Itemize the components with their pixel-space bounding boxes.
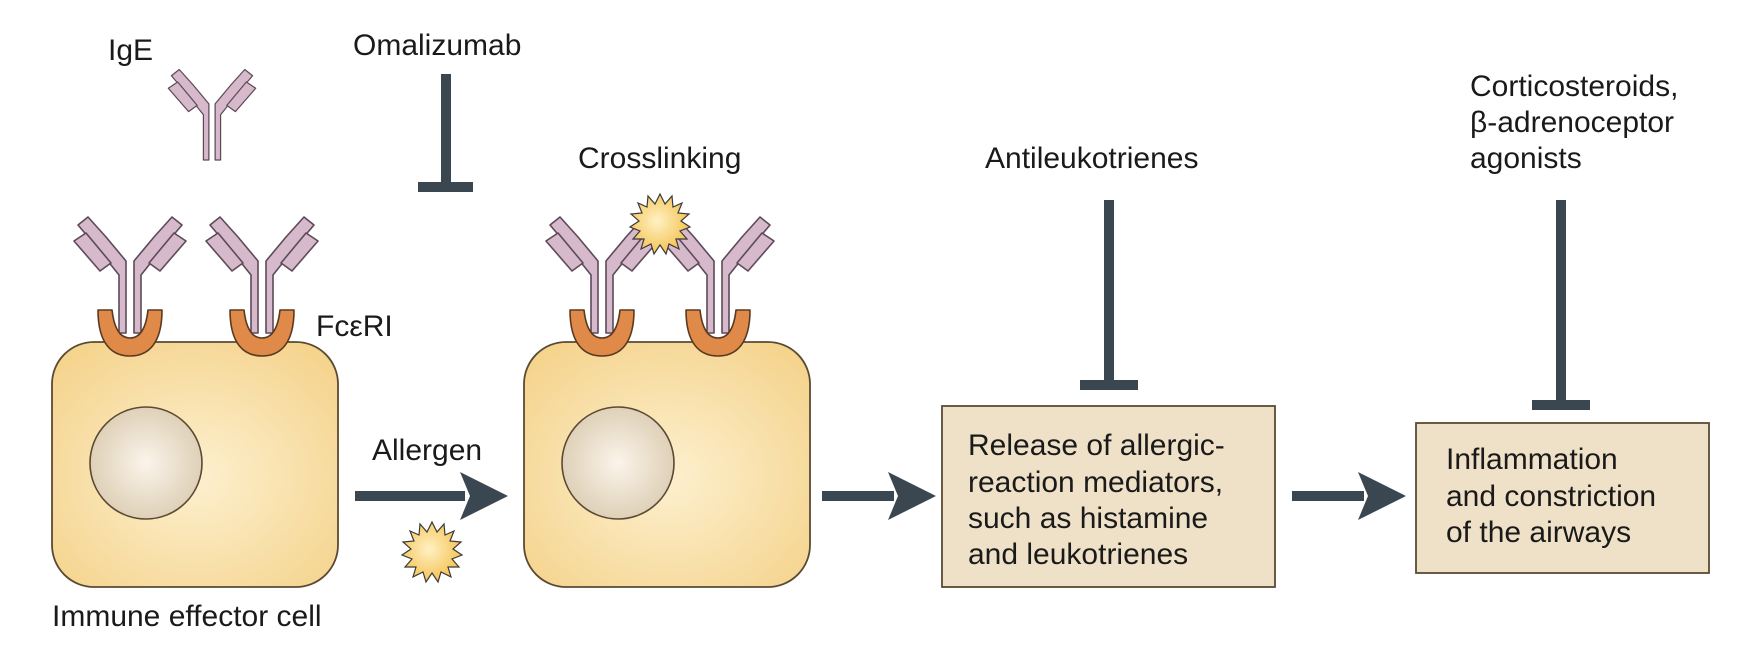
release-line-3: such as histamine bbox=[968, 502, 1208, 535]
svg-text:Inflammation and constri: Inflammation and constriction of the air… bbox=[1446, 443, 1664, 549]
inflammation-line-2: and constriction bbox=[1446, 480, 1656, 513]
immune-effector-cell-2 bbox=[523, 341, 811, 588]
crosslinking-label: Crosslinking bbox=[578, 142, 741, 175]
inflammation-line-3: of the airways bbox=[1446, 516, 1631, 549]
allergen-label: Allergen bbox=[372, 434, 482, 467]
omalizumab-inhibitor bbox=[418, 74, 473, 192]
arrow-to-release bbox=[822, 472, 936, 520]
corticosteroids-line-1: Corticosteroids, bbox=[1470, 70, 1678, 103]
release-line-2: reaction mediators, bbox=[968, 466, 1223, 499]
antileukotrienes-label: Antileukotrienes bbox=[985, 142, 1198, 175]
inflammation-line-1: Inflammation bbox=[1446, 443, 1618, 476]
nucleus-1 bbox=[89, 406, 203, 520]
immune-cell-label: Immune effector cell bbox=[52, 600, 322, 633]
free-ige-antibody bbox=[167, 68, 257, 161]
svg-text:Release of allergic- rea: Release of allergic- reaction mediators,… bbox=[968, 429, 1233, 571]
omalizumab-label: Omalizumab bbox=[353, 29, 521, 62]
inflammation-box: Inflammation and constriction of the air… bbox=[1415, 422, 1710, 574]
release-line-4: and leukotrienes bbox=[968, 538, 1188, 571]
arrow-to-inflammation bbox=[1292, 472, 1406, 520]
immune-effector-cell-1 bbox=[51, 341, 339, 588]
corticosteroids-inhibitor bbox=[1532, 200, 1590, 410]
corticosteroids-label: Corticosteroids, β-adrenoceptor agonists bbox=[1470, 70, 1687, 175]
ige-label: IgE bbox=[108, 34, 153, 67]
fceri-label: FcεRI bbox=[316, 310, 393, 343]
allergen-arrow bbox=[355, 472, 508, 520]
bound-ige-1 bbox=[73, 216, 187, 357]
nucleus-2 bbox=[561, 406, 675, 520]
release-line-1: Release of allergic- bbox=[968, 429, 1225, 462]
corticosteroids-line-3: agonists bbox=[1470, 142, 1582, 175]
antileukotrienes-inhibitor bbox=[1080, 200, 1138, 390]
corticosteroids-line-2: β-adrenoceptor bbox=[1470, 106, 1674, 139]
release-mediators-box: Release of allergic- reaction mediators,… bbox=[941, 405, 1276, 588]
allergen-particle bbox=[401, 521, 463, 583]
bound-ige-2 bbox=[205, 216, 319, 357]
